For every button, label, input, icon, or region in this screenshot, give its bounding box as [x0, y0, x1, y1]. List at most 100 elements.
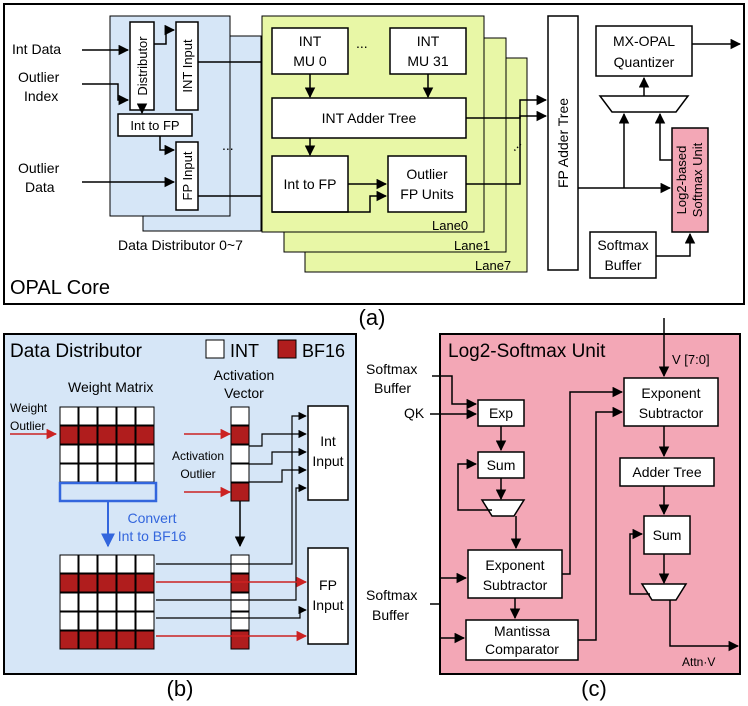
softmax-buffer-a-label-2: Buffer: [604, 257, 641, 273]
weight-bottom-int-cell: [59, 592, 79, 612]
weight-top-bf16-cell: [135, 425, 155, 445]
activation-vector-top: [230, 406, 250, 502]
weight-bottom-int-cell: [78, 554, 98, 574]
sum-right-label: Sum: [653, 527, 682, 543]
weight-bottom-bf16-cell: [97, 573, 117, 593]
weight-bottom-int-cell: [59, 611, 79, 631]
softmax-buffer-bottom-label-2: Buffer: [372, 607, 409, 623]
lane1-label: Lane1: [454, 238, 490, 253]
activation-top-int-cell: [230, 406, 250, 426]
weight-top-bf16-cell: [116, 425, 136, 445]
outlier-index-label-1: Outlier: [18, 69, 60, 85]
activation-top-bf16-cell: [230, 482, 250, 502]
sum-left-label: Sum: [487, 457, 516, 473]
weight-bottom-int-cell: [135, 592, 155, 612]
attn-v-label: Attn·V: [682, 655, 715, 669]
lane-int-to-fp-label: Int to FP: [284, 176, 337, 192]
weight-top-int-cell: [135, 444, 155, 464]
fp-input-box: [175, 141, 199, 211]
int-to-fp-label: Int to FP: [130, 118, 179, 133]
outlier-fp-units-box: [387, 155, 467, 213]
panel-b: Data Distributor INT BF16 Weight Matrix …: [3, 333, 357, 701]
outlier-index-label-2: Index: [24, 88, 58, 104]
mx-opal-quantizer-box: [595, 25, 693, 77]
weight-bottom-int-cell: [78, 611, 98, 631]
softmax-buffer-a-label-1: Softmax: [597, 237, 648, 253]
int-input-box: [175, 21, 199, 111]
fp-adder-tree-label: FP Adder Tree: [555, 98, 571, 188]
legend-bf16-label: BF16: [302, 341, 345, 361]
weight-top-int-cell: [78, 406, 98, 426]
weight-top-bf16-cell: [78, 425, 98, 445]
mantissa-label-1: Mantissa: [494, 623, 550, 639]
adder-tree-c-box: [619, 457, 715, 487]
weight-bottom-int-cell: [116, 611, 136, 631]
log2-unit-label-2: Softmax Unit: [690, 142, 705, 217]
exp-sub-left-box: [467, 549, 563, 599]
int-input-b-label-1: Int: [320, 433, 336, 449]
weight-bottom-int-cell: [135, 554, 155, 574]
activation-bottom-int-cell: [230, 611, 250, 631]
weight-bottom-bf16-cell: [97, 630, 117, 650]
weight-bottom-int-cell: [97, 554, 117, 574]
exp-sub-right-label-2: Subtractor: [639, 405, 704, 421]
panel-b-title: Data Distributor: [10, 341, 143, 362]
activation-top-bf16-cell: [230, 425, 250, 445]
weight-outlier-label-1: Weight: [10, 401, 48, 415]
mu-ellipsis: ...: [356, 35, 368, 51]
activation-top-int-cell: [230, 444, 250, 464]
panel-a-caption: (a): [359, 305, 386, 330]
weight-bottom-bf16-cell: [116, 573, 136, 593]
sum-right-box: [643, 515, 691, 555]
weight-top-bf16-cell: [59, 425, 79, 445]
weight-bottom-int-cell: [59, 554, 79, 574]
panel-a: OPAL Core Int Data Outlier Index Outlier…: [3, 3, 745, 330]
exp-sub-right-box: [623, 377, 719, 427]
opal-core-title: OPAL Core: [10, 277, 110, 299]
weight-matrix-top: [59, 406, 155, 483]
mantissa-comparator-box: [465, 619, 579, 661]
fp-adder-tree-box: [547, 15, 579, 271]
outlier-data-label-1: Outlier: [18, 160, 60, 176]
panel-c-caption: (c): [581, 676, 607, 701]
fp-input-label: FP Input: [180, 151, 195, 200]
int-mu31-label-1: INT: [417, 33, 440, 49]
weight-matrix-label: Weight Matrix: [68, 379, 153, 395]
activation-bottom-int-cell: [230, 592, 250, 612]
weight-top-int-cell: [135, 463, 155, 483]
quantizer-mux: [598, 95, 690, 113]
int-input-label: INT Input: [180, 39, 195, 93]
activation-bottom-bf16-cell: [230, 573, 250, 593]
int-mu31-box: [389, 27, 467, 75]
weight-top-int-cell: [97, 463, 117, 483]
activation-vector-label-1: Activation: [214, 367, 275, 383]
weight-top-int-cell: [135, 406, 155, 426]
exp-box: [477, 399, 525, 427]
activation-bottom-bf16-cell: [230, 630, 250, 650]
panel-c: Log2-Softmax Unit V [7:0] Softmax Buffer…: [366, 318, 741, 701]
int-adder-tree-label: INT Adder Tree: [322, 110, 417, 126]
outlier-fp-units-label-2: FP Units: [400, 186, 453, 202]
lane7-label: Lane7: [475, 258, 511, 273]
convert-label-1: Convert: [127, 510, 176, 526]
weight-top-int-cell: [116, 406, 136, 426]
outlier-data-label-2: Data: [25, 179, 55, 195]
weight-bottom-bf16-cell: [78, 630, 98, 650]
quantizer-label-1: MX-OPAL: [613, 33, 675, 49]
int-to-fp-box: [117, 113, 193, 137]
softmax-buffer-top-label-2: Buffer: [374, 380, 411, 396]
weight-top-int-cell: [97, 406, 117, 426]
weight-bottom-bf16-cell: [78, 573, 98, 593]
distributor-box: [129, 21, 155, 111]
exp-sub-left-label-1: Exponent: [485, 557, 544, 573]
exp-label: Exp: [489, 405, 513, 421]
weight-bottom-int-cell: [135, 611, 155, 631]
int-mu0-label-1: INT: [299, 33, 322, 49]
activation-vector-bottom: [230, 554, 250, 650]
distributor-ellipsis: ...: [222, 137, 234, 153]
int-input-box-b: [307, 405, 349, 501]
softmax-buffer-bottom-label-1: Softmax: [366, 587, 417, 603]
legend-int-swatch: [205, 339, 225, 359]
weight-top-bf16-cell: [97, 425, 117, 445]
